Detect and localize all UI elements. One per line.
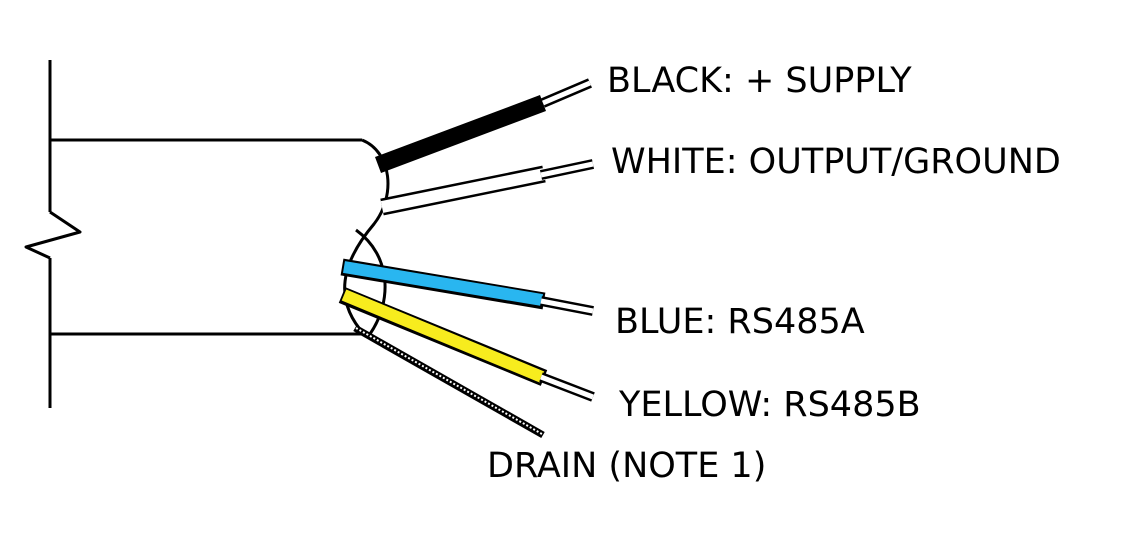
label-yellow-wire: YELLOW: RS485B bbox=[618, 385, 921, 425]
wire-drain-outline bbox=[353, 324, 545, 439]
wire-black bbox=[375, 78, 592, 173]
wire-black-conductor bbox=[542, 80, 591, 106]
label-drain-wire: DRAIN (NOTE 1) bbox=[487, 446, 766, 486]
label-blue-wire: BLUE: RS485A bbox=[615, 302, 865, 342]
cable-jacket bbox=[24, 60, 390, 408]
wire-drain bbox=[353, 324, 545, 439]
wire-yellow-insulation bbox=[341, 289, 545, 383]
wire-blue-insulation bbox=[343, 261, 543, 306]
wire-yellow-conductor bbox=[540, 374, 594, 400]
wire-white bbox=[380, 159, 595, 216]
wire-yellow bbox=[338, 287, 595, 402]
wire-white-conductor bbox=[540, 161, 594, 178]
wire-black-insulation bbox=[375, 95, 546, 173]
label-white-wire: WHITE: OUTPUT/GROUND bbox=[611, 142, 1061, 182]
break-symbol bbox=[24, 210, 82, 260]
wire-blue bbox=[340, 258, 594, 316]
wire-blue-conductor bbox=[540, 298, 594, 314]
wire-white-insulation bbox=[380, 168, 546, 213]
label-black-wire: BLACK: + SUPPLY bbox=[607, 61, 912, 101]
